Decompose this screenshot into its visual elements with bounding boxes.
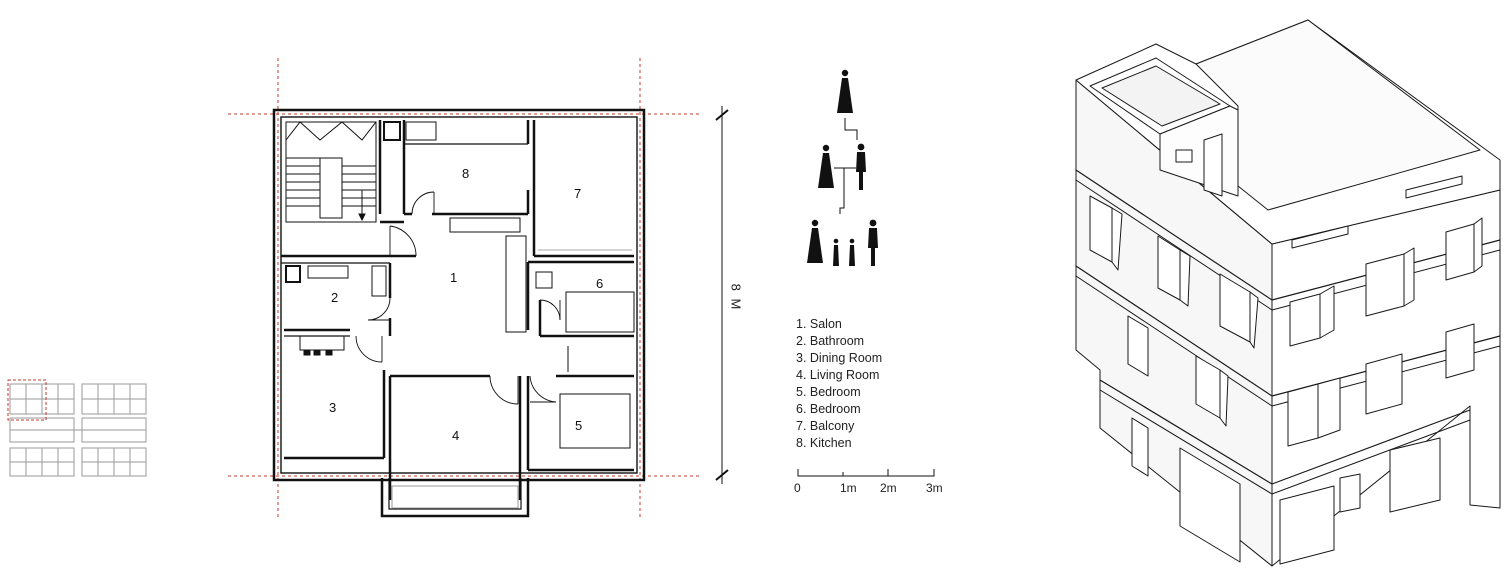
legend-item: 1. Salon bbox=[796, 317, 842, 331]
scale-label-0: 0 bbox=[794, 481, 801, 495]
scale-label-3m: 3m bbox=[926, 481, 943, 495]
scale-label-1m: 1m bbox=[840, 481, 857, 495]
left-facade-openings bbox=[1089, 195, 1259, 563]
person-icon bbox=[807, 219, 823, 263]
fixtures bbox=[285, 121, 635, 509]
dimension-label: 8 M bbox=[728, 283, 744, 312]
floor-plan: 1 2 3 4 5 6 7 8 bbox=[228, 58, 700, 520]
isometric-building bbox=[1075, 19, 1501, 567]
site-highlight-marker bbox=[7, 379, 47, 421]
room-number-1: 1 bbox=[450, 270, 457, 285]
room-number-8: 8 bbox=[462, 166, 469, 181]
legend-item: 3. Dining Room bbox=[796, 351, 883, 365]
legend-item: 7. Balcony bbox=[796, 419, 855, 433]
plan-axis-lines bbox=[228, 58, 700, 520]
room-number-7: 7 bbox=[574, 186, 581, 201]
room-number-6: 6 bbox=[596, 276, 603, 291]
person-icon bbox=[856, 143, 866, 190]
door-swings bbox=[355, 191, 561, 405]
person-icon bbox=[868, 219, 878, 266]
legend-item: 2. Bathroom bbox=[796, 334, 865, 348]
scale-label-2m: 2m bbox=[880, 481, 897, 495]
legend-item: 5. Bedroom bbox=[796, 385, 861, 399]
legend-item: 4. Living Room bbox=[796, 368, 880, 382]
room-number-5: 5 bbox=[575, 418, 582, 433]
legend-item: 8. Kitchen bbox=[796, 436, 852, 450]
room-number-2: 2 bbox=[331, 290, 338, 305]
dimension-line bbox=[715, 106, 729, 484]
stairs bbox=[285, 121, 377, 223]
person-icon bbox=[837, 69, 853, 113]
person-icon bbox=[849, 238, 855, 266]
legend-item: 6. Bedroom bbox=[796, 402, 861, 416]
plan-walls bbox=[272, 108, 646, 518]
right-facade-openings bbox=[1279, 217, 1483, 565]
room-legend: 1. Salon 2. Bathroom 3. Dining Room 4. L… bbox=[796, 316, 882, 452]
scale-bar bbox=[797, 469, 935, 477]
person-icon bbox=[833, 238, 839, 266]
site-key-plan bbox=[9, 383, 147, 477]
room-number-3: 3 bbox=[329, 400, 336, 415]
room-number-4: 4 bbox=[452, 428, 459, 443]
family-diagram bbox=[807, 69, 878, 266]
person-icon bbox=[818, 144, 834, 188]
